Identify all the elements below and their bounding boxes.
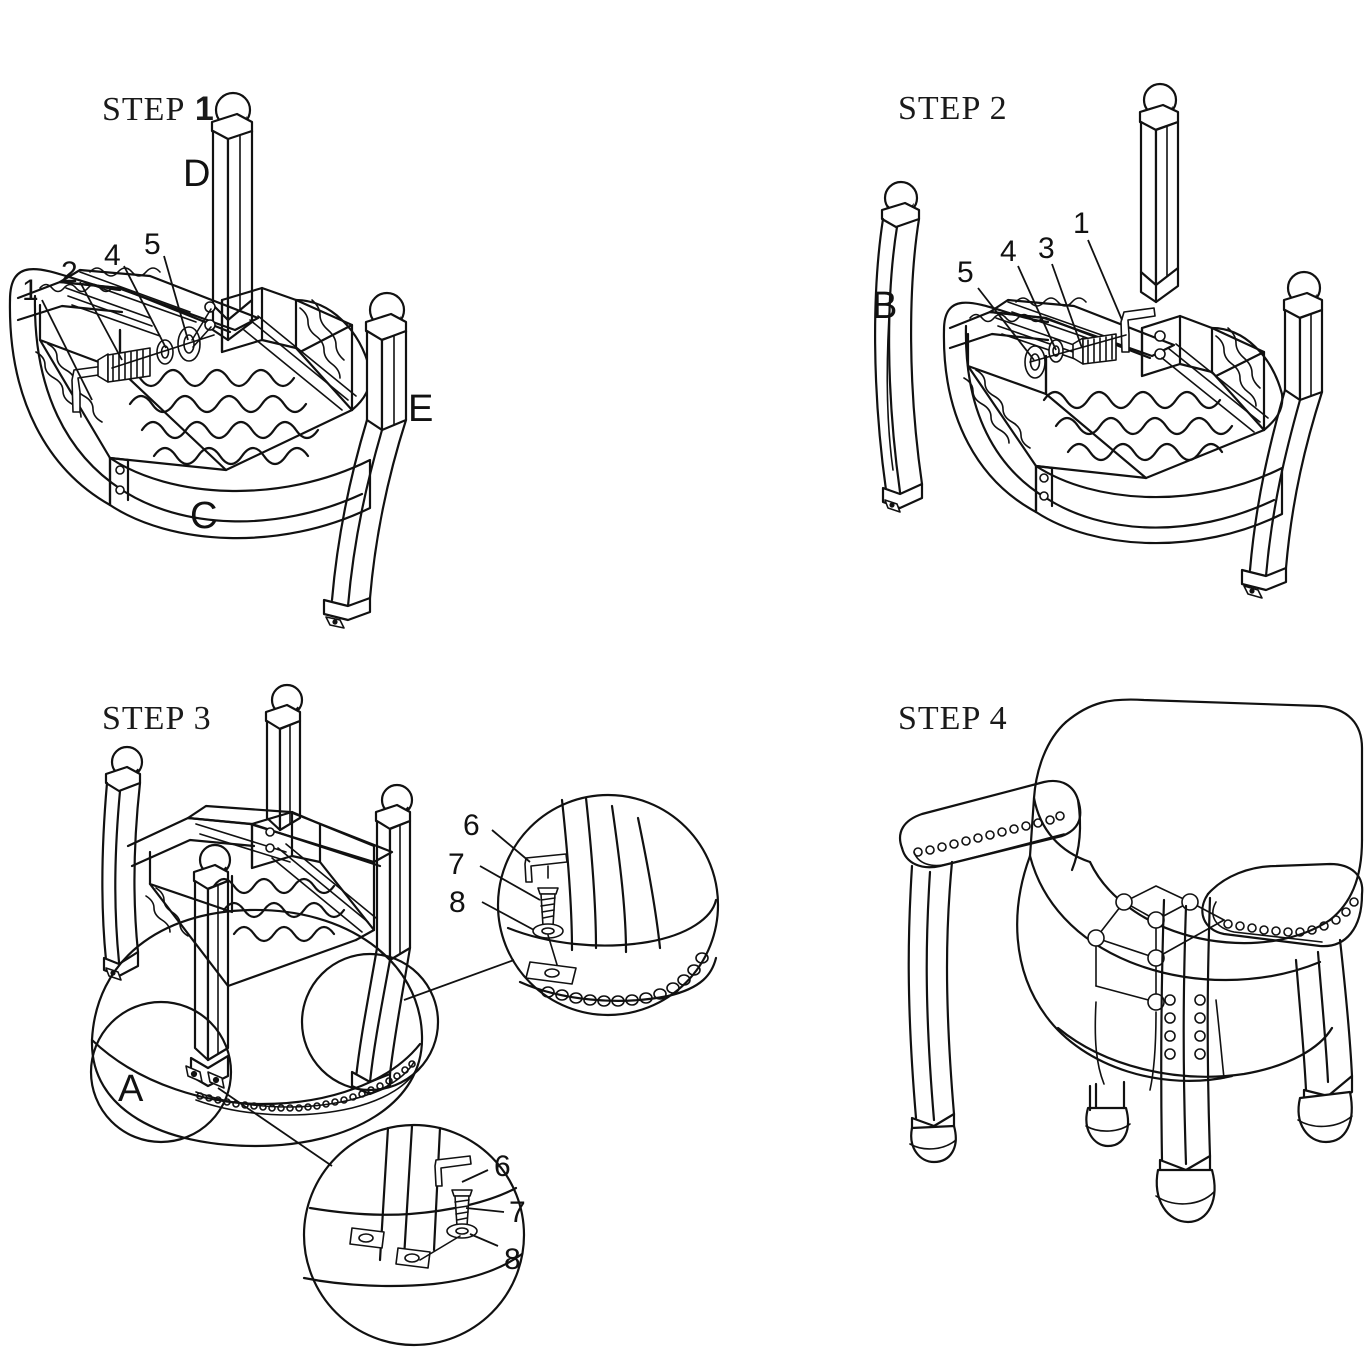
step-1-callout-5: 5: [144, 228, 161, 262]
step-1-title-number: 1: [194, 90, 215, 128]
step-2-callout-4-text: 4: [1000, 235, 1017, 268]
part-label-d-text: D: [183, 153, 211, 195]
left-arm-nailheads: [913, 811, 1065, 857]
step-2-callout-3-text: 3: [1038, 232, 1055, 265]
step-2-back-post: [1138, 82, 1180, 304]
step-2-seat-frame: [942, 297, 1284, 545]
step-1-callout-1-text: 1: [22, 274, 39, 307]
right-arm-nailheads: [1223, 897, 1359, 937]
step-2-callout-1: 1: [1073, 207, 1090, 241]
step-3-title-text: STEP 3: [102, 700, 212, 737]
step-4-title: STEP 4: [860, 662, 1008, 776]
step-3-detail-upper-callout-8: 8: [449, 886, 466, 920]
step-2-title: STEP 2: [860, 52, 1008, 166]
part-label-b-text: B: [872, 285, 898, 327]
chair-legs: [907, 860, 1354, 1224]
right-leg-nailheads: [1164, 994, 1206, 1060]
step-3-detail-lower-callout-6: 6: [494, 1150, 511, 1184]
step-3-illustration: [89, 683, 720, 1347]
step-2-title-text: STEP 2: [898, 90, 1008, 127]
step-1-callout-5-text: 5: [144, 228, 161, 261]
step-1-callout-2: 2: [61, 256, 78, 290]
step-3-detail-lower-circle: [217, 1087, 526, 1347]
step-4-illustration: [898, 698, 1364, 1224]
step-1-callout-2-text: 2: [61, 256, 78, 289]
detail-nailheads: [541, 952, 709, 1007]
step-3-title: STEP 3: [64, 662, 212, 776]
step-4-title-text: STEP 4: [898, 700, 1008, 737]
step-2-callout-3: 3: [1038, 232, 1055, 266]
right-armrest: [1201, 862, 1364, 948]
part-label-a: A: [118, 1068, 143, 1111]
step-3-detail-upper-callout-7: 7: [448, 848, 465, 882]
nailhead-trim: [196, 1060, 416, 1112]
chair-seat: [1016, 854, 1334, 1091]
step-1-hardware: [71, 308, 215, 413]
chair-back: [1028, 698, 1364, 922]
step-2-callout-1-text: 1: [1073, 207, 1090, 240]
step-3-detail-upper-callout-8-text: 8: [449, 886, 466, 919]
step-1-title: STEP 1: [64, 52, 215, 167]
step-3-detail-lower-callout-7-text: 7: [509, 1196, 526, 1229]
part-label-d: D: [183, 153, 210, 196]
step-2-callout-5-text: 5: [957, 256, 974, 289]
step-3-detail-lower-callout-8: 8: [504, 1243, 521, 1277]
step-2-callout-5: 5: [957, 256, 974, 290]
leg-e: [322, 291, 408, 629]
part-label-c-text: C: [190, 495, 218, 537]
part-label-e: E: [408, 388, 433, 431]
step-3-detail-upper-callout-6-text: 6: [463, 809, 480, 842]
step-3-detail-lower-callout-8-text: 8: [504, 1243, 521, 1276]
step-1-callout-4: 4: [104, 239, 121, 273]
part-label-e-text: E: [408, 388, 434, 430]
leg-d: [210, 91, 254, 342]
step-2-callout-4: 4: [1000, 235, 1017, 269]
part-label-c: C: [190, 495, 217, 538]
step-2-right-post: [1240, 270, 1324, 599]
left-armrest: [898, 779, 1082, 872]
leg-b: [873, 180, 924, 513]
serpentine-springs: [116, 368, 320, 466]
step-3-detail-upper-callout-7-text: 7: [448, 848, 465, 881]
step-1-title-prefix: STEP: [102, 91, 186, 128]
step-1-callout-4-text: 4: [104, 239, 121, 272]
part-label-b: B: [872, 285, 897, 328]
step-3-detail-lower-callout-7: 7: [509, 1196, 526, 1230]
step-3-serpentine-springs: [212, 877, 346, 943]
part-label-a-text: A: [118, 1068, 144, 1110]
step-2-hardware: [1024, 307, 1156, 379]
step-3-detail-lower-callout-6-text: 6: [494, 1150, 511, 1183]
step-1-callout-1: 1: [22, 274, 39, 308]
step-3-detail-upper-callout-6: 6: [463, 809, 480, 843]
step-2-serpentine-springs: [1042, 390, 1234, 462]
